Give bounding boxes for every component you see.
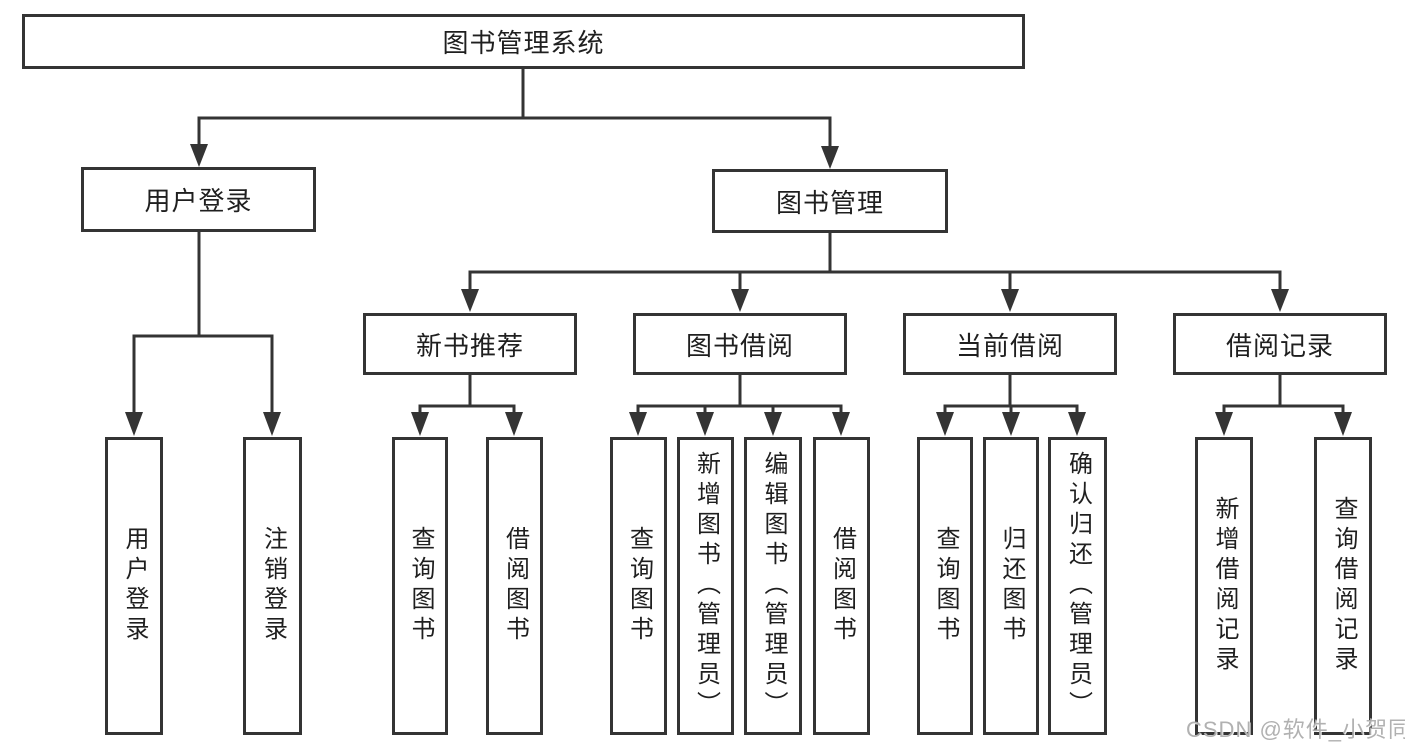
node-new-book-recommendation-label: 新书推荐 — [415, 330, 524, 361]
arrowhead-icon — [1334, 412, 1352, 436]
leaf-query-borrow-record-label: 查询借阅记录 — [1330, 496, 1357, 676]
node-new-book-recommendation: 新书推荐 — [363, 313, 577, 375]
node-book-borrowing: 图书借阅 — [633, 313, 847, 375]
arrowhead-icon — [125, 412, 143, 436]
arrowhead-icon — [1271, 289, 1289, 312]
leaf-borrow-books: 借阅图书 — [813, 437, 870, 735]
node-borrowing-records: 借阅记录 — [1173, 313, 1387, 375]
node-book-management-label: 图书管理 — [775, 187, 884, 218]
connector-root-to-level2 — [190, 69, 839, 169]
csdn-watermark: CSDN @软件_小贺同学 — [1186, 717, 1405, 742]
node-root-system: 图书管理系统 — [22, 14, 1025, 69]
leaf-add-books-admin: 新增图书（管理员） — [677, 437, 734, 735]
arrowhead-icon — [821, 146, 839, 169]
connector-user-login-subtree — [125, 232, 281, 436]
arrowhead-icon — [1215, 412, 1233, 436]
leaf-edit-books-admin: 编辑图书（管理员） — [744, 437, 802, 735]
arrowhead-icon — [731, 289, 749, 312]
node-current-borrowing-label: 当前借阅 — [955, 330, 1064, 361]
arrowhead-icon — [1002, 412, 1020, 436]
arrowhead-icon — [263, 412, 281, 436]
node-user-login: 用户登录 — [81, 167, 316, 232]
leaf-logout: 注销登录 — [243, 437, 302, 735]
arrowhead-icon — [764, 412, 782, 436]
node-user-login-label: 用户登录 — [144, 186, 253, 216]
node-current-borrowing: 当前借阅 — [903, 313, 1117, 375]
leaf-return-books-label: 归还图书 — [998, 526, 1025, 646]
leaf-logout-label: 注销登录 — [259, 526, 287, 646]
leaf-query-borrow-record: 查询借阅记录 — [1314, 437, 1372, 735]
connector-book-borrow-subtree — [629, 375, 850, 436]
leaf-query-books-borrow: 查询图书 — [610, 437, 667, 735]
arrowhead-icon — [1001, 289, 1019, 312]
leaf-add-books-admin-label: 新增图书（管理员） — [692, 451, 720, 721]
leaf-query-books-rec: 查询图书 — [392, 437, 448, 735]
leaf-query-books-borrow-label: 查询图书 — [625, 526, 653, 646]
leaf-borrow-books-label: 借阅图书 — [828, 526, 856, 646]
connector-current-borrow-subtree — [936, 375, 1086, 436]
arrowhead-icon — [190, 144, 208, 167]
arrowhead-icon — [629, 412, 647, 436]
connector-borrow-records-subtree — [1215, 375, 1352, 436]
leaf-user-login-label: 用户登录 — [121, 526, 148, 646]
arrowhead-icon — [696, 412, 714, 436]
arrowhead-icon — [1068, 412, 1086, 436]
connector-new-book-rec-subtree — [411, 375, 523, 436]
connector-book-mgmt-to-level3 — [461, 233, 1289, 312]
leaf-query-books-rec-label: 查询图书 — [407, 526, 434, 646]
node-borrowing-records-label: 借阅记录 — [1225, 330, 1334, 361]
leaf-confirm-return-admin: 确认归还（管理员） — [1048, 437, 1107, 735]
arrowhead-icon — [505, 412, 523, 436]
leaf-add-borrow-record-label: 新增借阅记录 — [1211, 496, 1238, 676]
leaf-add-borrow-record: 新增借阅记录 — [1195, 437, 1253, 735]
leaf-edit-books-admin-label: 编辑图书（管理员） — [760, 451, 787, 721]
leaf-borrow-books-rec: 借阅图书 — [486, 437, 543, 735]
arrowhead-icon — [936, 412, 954, 436]
node-book-borrowing-label: 图书借阅 — [685, 330, 794, 361]
leaf-query-books-current-label: 查询图书 — [932, 526, 959, 646]
leaf-query-books-current: 查询图书 — [917, 437, 973, 735]
node-root-label: 图书管理系统 — [442, 28, 605, 58]
leaf-borrow-books-rec-label: 借阅图书 — [501, 526, 529, 646]
node-book-management: 图书管理 — [712, 169, 948, 233]
arrowhead-icon — [461, 289, 479, 312]
leaf-confirm-return-admin-label: 确认归还（管理员） — [1064, 451, 1092, 721]
arrowhead-icon — [411, 412, 429, 436]
leaf-return-books: 归还图书 — [983, 437, 1039, 735]
arrowhead-icon — [832, 412, 850, 436]
leaf-user-login: 用户登录 — [105, 437, 163, 735]
